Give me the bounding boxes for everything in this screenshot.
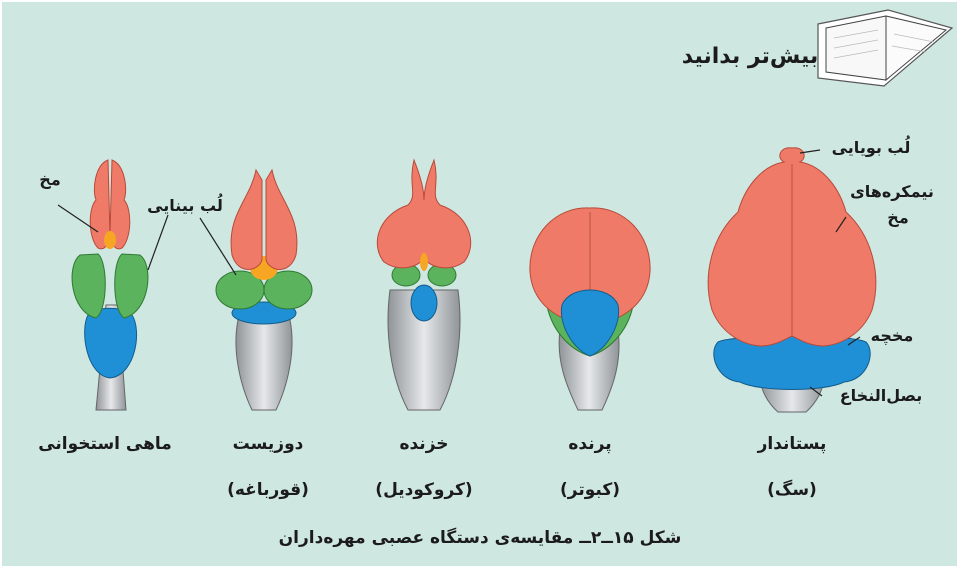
reptile-brain: [377, 160, 470, 410]
bird-brain: [530, 208, 650, 410]
label-fish-cerebrum: مخ: [30, 170, 70, 189]
animal-name-amphibian: دوزیست: [218, 434, 318, 454]
label-medulla: بصل‌النخاع: [826, 386, 936, 405]
section-title: بیش‌تر بدانید: [680, 44, 820, 69]
amphibian-brain: [216, 170, 312, 410]
label-cerebellum: مخچه: [862, 326, 922, 345]
animal-name-mammal: پستاندار: [732, 434, 852, 454]
animal-name-fish: ماهی استخوانی: [30, 434, 180, 454]
label-cerebral-hemispheres-2: مخ: [878, 208, 918, 227]
animal-name-reptile: خزنده: [374, 434, 474, 454]
animal-example-mammal: (سگ): [742, 480, 842, 500]
figure-caption: شکل ۱۵ــ۲ــ مقایسه‌ی دستگاه عصبی مهره‌دا…: [240, 528, 720, 548]
animal-example-reptile: (کروکودیل): [362, 480, 486, 500]
animal-example-amphibian: (قورباغه): [208, 480, 328, 500]
label-optic-lobe: لُب بینایی: [140, 196, 230, 215]
label-olfactory-lobe: لُب بویایی: [826, 138, 916, 157]
label-cerebral-hemispheres: نیمکره‌های: [842, 182, 942, 201]
animal-name-bird: پرنده: [540, 434, 640, 454]
open-book-icon: [818, 10, 952, 86]
fish-brain: [72, 160, 148, 410]
animal-example-bird: (کبوتر): [540, 480, 640, 500]
